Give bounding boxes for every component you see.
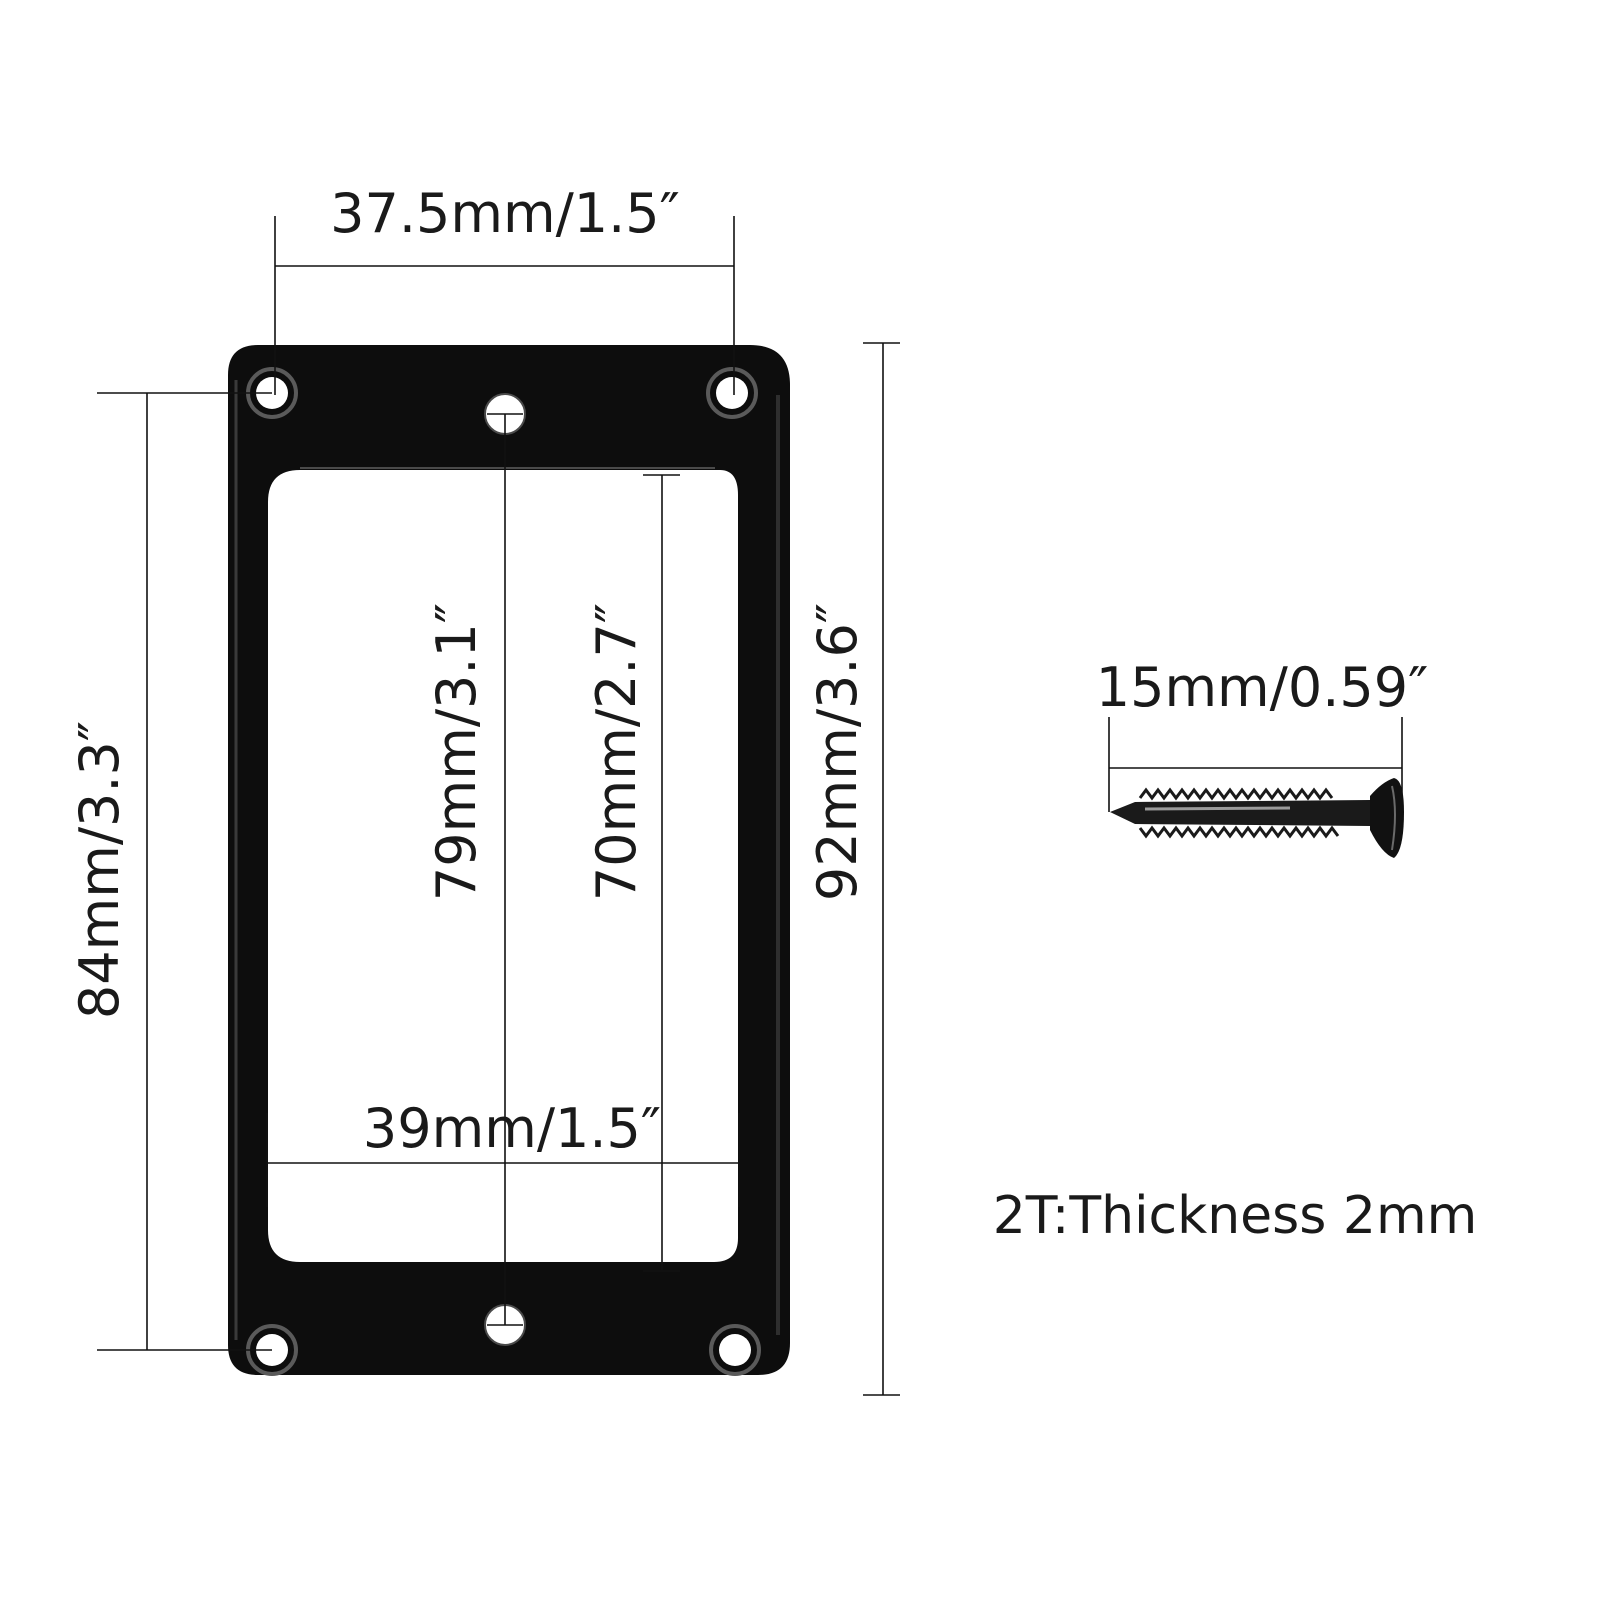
mounting-hole-top-right [706,367,758,419]
label-overall-height: 92mm/3.6″ [806,603,869,901]
label-screw-length: 15mm/0.59″ [1096,656,1429,719]
screw-shank [1110,800,1370,826]
label-opening-width: 39mm/1.5″ [363,1097,661,1160]
label-outer-hole-height: 84mm/3.3″ [68,721,131,1019]
screw-threads [1138,787,1340,839]
screw-sheen [1144,806,1291,811]
labels: 37.5mm/1.5″ 84mm/3.3″ 79mm/3.1″ 70mm/2.7… [68,182,1477,1246]
ring-body [228,345,790,1375]
mounting-screw [1110,778,1404,858]
pickup-ring [228,345,790,1376]
label-top-hole-spacing: 37.5mm/1.5″ [330,182,680,245]
label-opening-height: 70mm/2.7″ [585,603,648,901]
label-thickness-note: 2T:Thickness 2mm [993,1186,1478,1246]
dimension-lines [97,216,1403,1396]
mounting-hole-bottom-right [709,1324,761,1376]
screw-head [1370,778,1404,858]
label-center-hole-height: 79mm/3.1″ [425,603,488,901]
screw-head-highlight [1391,785,1396,851]
